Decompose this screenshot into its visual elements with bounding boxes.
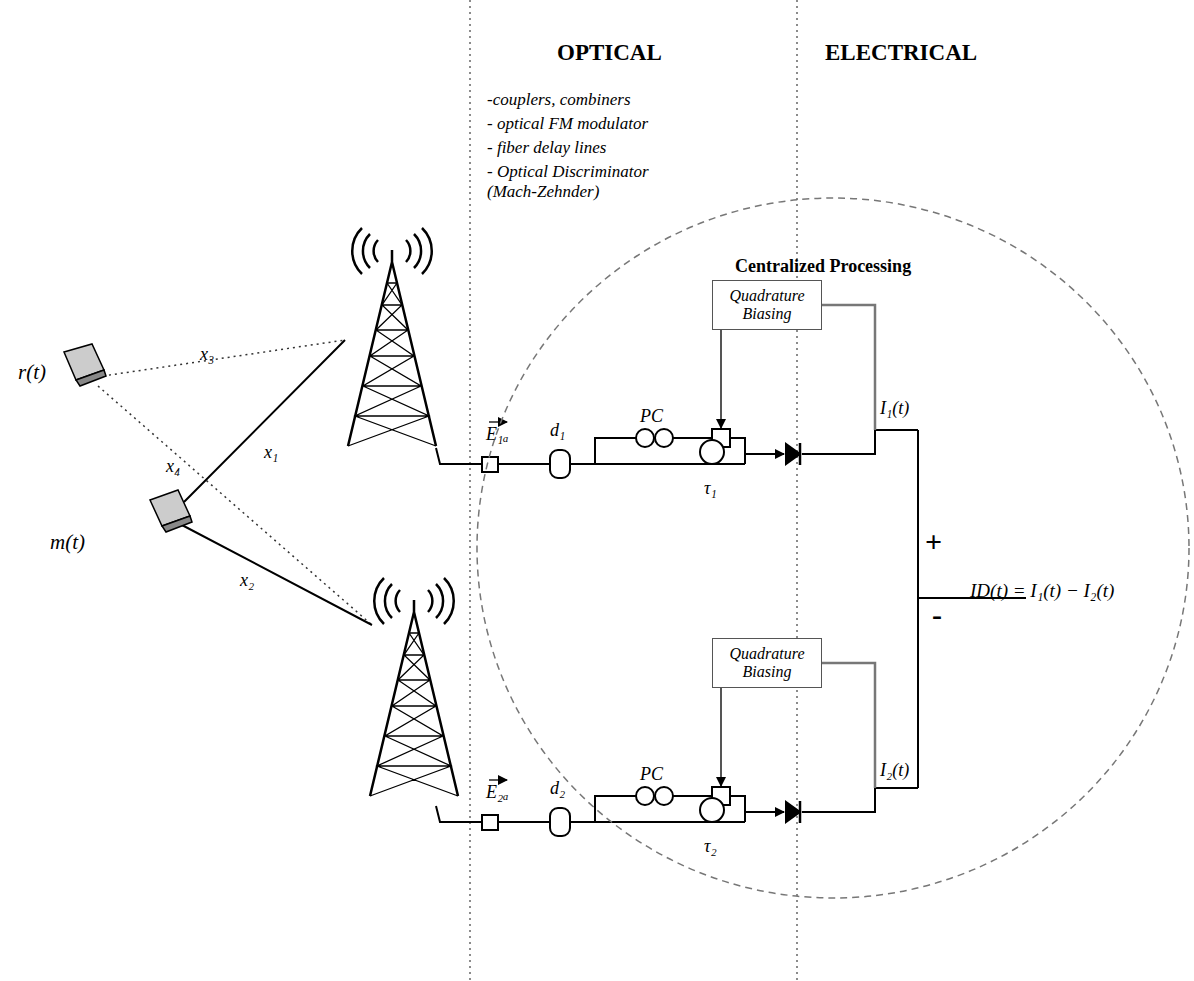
section-heading: OPTICAL bbox=[557, 40, 662, 66]
region-title: Centralized Processing bbox=[735, 256, 911, 277]
region-outline bbox=[475, 196, 1191, 900]
box-text: Quadrature Biasing bbox=[719, 645, 815, 682]
field-label: E₂ₐ bbox=[486, 782, 509, 803]
sign-label: + bbox=[925, 525, 942, 560]
current-label: I₂(t) bbox=[880, 760, 909, 781]
delay-label: d₂ bbox=[550, 778, 565, 799]
note: - fiber delay lines bbox=[487, 138, 606, 158]
box-text: Quadrature Biasing bbox=[719, 287, 815, 324]
delay-label: τ₂ bbox=[704, 836, 717, 857]
path-label: x₃ bbox=[200, 344, 214, 365]
note: - optical FM modulator bbox=[487, 114, 648, 134]
path-label: x₄ bbox=[166, 456, 180, 477]
signal-name: m(t) bbox=[50, 530, 85, 554]
path-label: x₂ bbox=[240, 570, 254, 591]
equation: ID(t) = I₁(t) − I₂(t) bbox=[970, 580, 1114, 602]
processing-region: Centralized ProcessingQuadrature Biasing… bbox=[475, 196, 1191, 900]
controller-label: PC bbox=[640, 764, 663, 785]
delay-label: τ₁ bbox=[704, 478, 717, 499]
control-box: Quadrature Biasing bbox=[712, 280, 822, 330]
sign-label: - bbox=[932, 598, 942, 633]
current-label: I₁(t) bbox=[880, 398, 909, 419]
note: - Optical Discriminator (Mach-Zehnder) bbox=[487, 162, 687, 201]
note: -couplers, combiners bbox=[487, 90, 631, 110]
delay-label: d₁ bbox=[550, 420, 565, 441]
control-box: Quadrature Biasing bbox=[712, 638, 822, 688]
section-heading: ELECTRICAL bbox=[825, 40, 977, 66]
path-label: x₁ bbox=[264, 442, 278, 463]
signal-name: r(t) bbox=[18, 360, 46, 384]
controller-label: PC bbox=[640, 406, 663, 427]
field-label: E₁ₐ bbox=[486, 424, 509, 445]
